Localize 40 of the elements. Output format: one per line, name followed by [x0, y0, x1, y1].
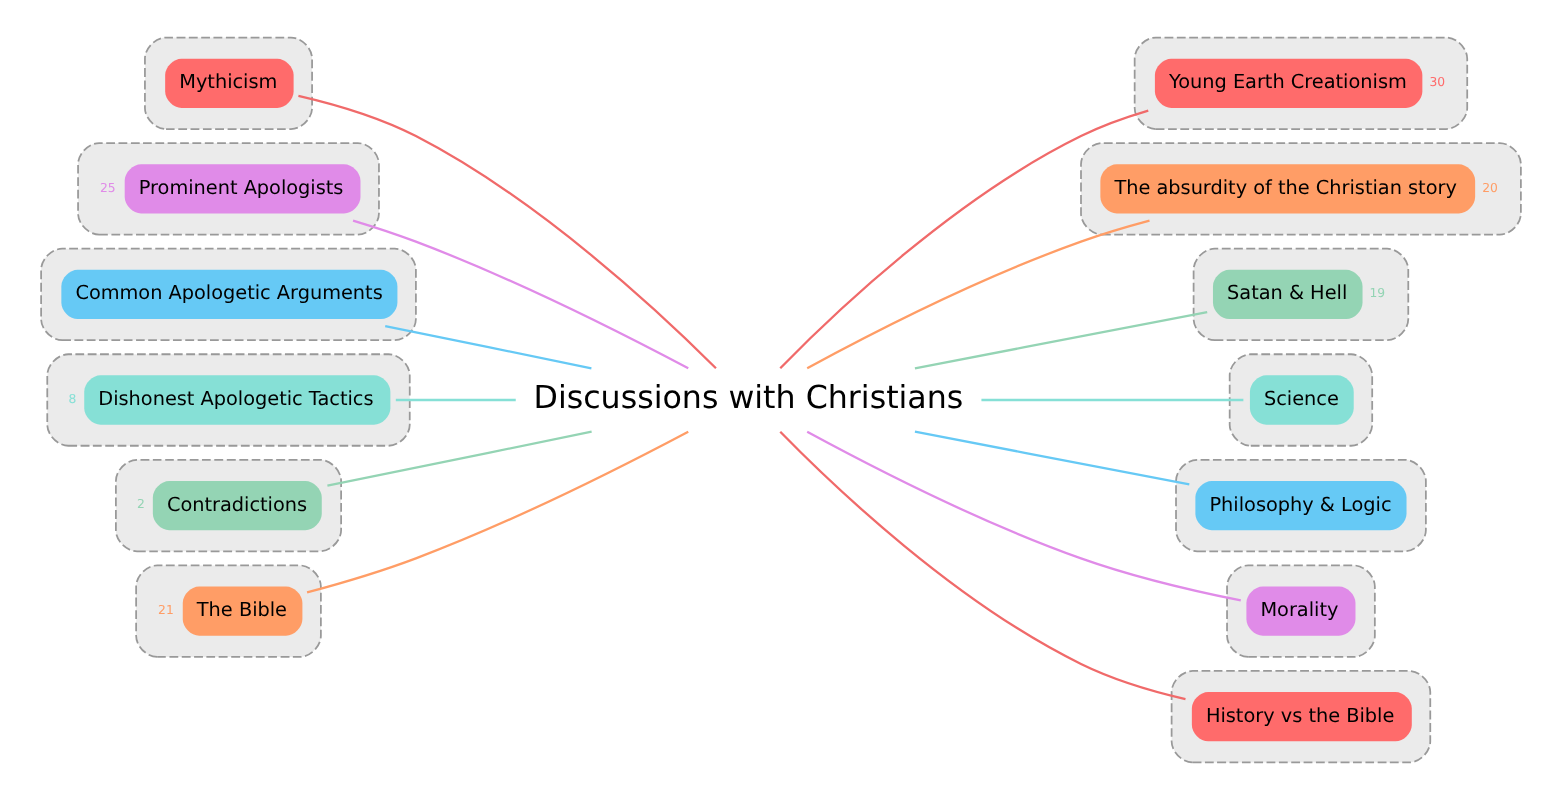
node-box: History vs the Bible	[1190, 692, 1411, 742]
node-box: Philosophy & Logic	[1194, 480, 1406, 531]
cluster	[1227, 353, 1373, 447]
connector	[297, 94, 716, 370]
connector	[913, 430, 1189, 486]
node-box: Common Apologetic Arguments	[60, 269, 397, 320]
node-box: The Bible	[181, 586, 302, 636]
node-box: Contradictions	[151, 480, 321, 531]
connector	[778, 430, 1185, 701]
connector	[305, 430, 688, 594]
connector	[913, 311, 1207, 370]
connector	[805, 219, 1149, 370]
node-text: Discussions with Christians	[532, 377, 963, 416]
connector	[384, 324, 591, 370]
cluster	[114, 458, 341, 553]
node-box: Young Earth Creationism	[1153, 58, 1422, 108]
cluster	[1169, 670, 1431, 764]
cluster	[134, 564, 321, 658]
node-box: Prominent Apologists	[123, 164, 360, 214]
cluster	[76, 142, 379, 236]
connector	[326, 430, 591, 487]
cluster	[1132, 36, 1468, 130]
connector	[980, 398, 1243, 402]
cluster	[1191, 247, 1409, 342]
connector	[394, 398, 515, 402]
cluster	[1079, 142, 1521, 236]
connector	[351, 219, 688, 370]
connector	[805, 430, 1241, 602]
node-box: Morality	[1245, 586, 1355, 636]
node-box: The absurdity of the Christian story	[1099, 164, 1475, 214]
cluster	[1225, 564, 1375, 658]
connector	[778, 109, 1148, 370]
node-box: Science	[1248, 375, 1353, 425]
node-box: Dishonest Apologetic Tactics	[83, 375, 390, 425]
cluster	[45, 353, 410, 447]
node-box: Mythicism	[164, 58, 293, 108]
cluster	[143, 36, 312, 130]
cluster	[1174, 458, 1426, 553]
cluster	[39, 247, 416, 342]
node-box: Satan & Hell	[1211, 269, 1362, 320]
